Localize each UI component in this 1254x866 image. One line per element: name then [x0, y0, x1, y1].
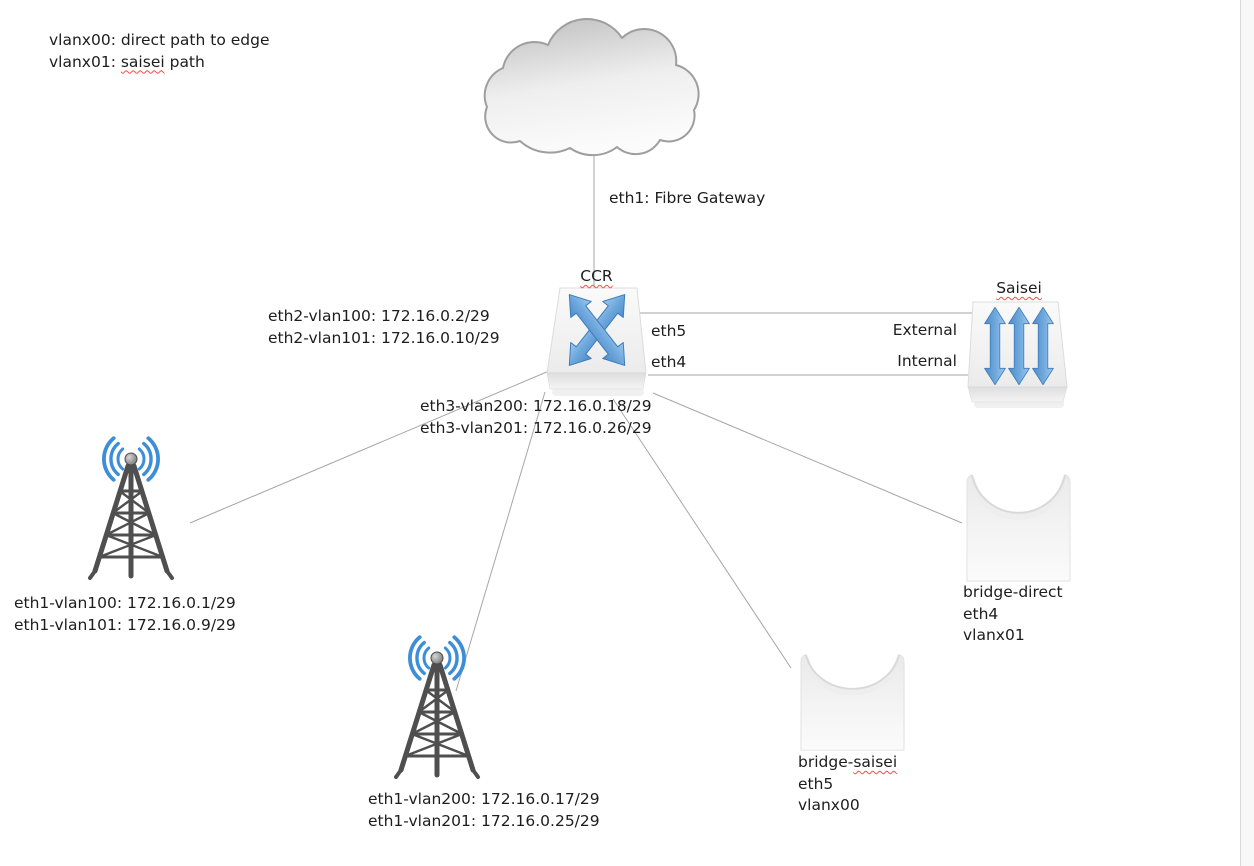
port-label-eth5: eth5	[651, 322, 687, 340]
ccr-eth2-vlan101: eth2-vlan101: 172.16.0.10/29	[268, 328, 500, 347]
misspelled-word: saisei	[120, 52, 165, 71]
link-ccr-to-bridge-direct	[652, 392, 963, 524]
ccr-router-shape[interactable]	[546, 286, 647, 396]
ccr-eth3-vlan201: eth3-vlan201: 172.16.0.26/29	[420, 418, 652, 437]
internet-cloud[interactable]	[483, 17, 700, 157]
tower-left-vlan100: eth1-vlan100: 172.16.0.1/29	[14, 594, 236, 612]
saisei-external-label: External	[892, 321, 957, 339]
legend-note: vlanx00: direct path to edge vlanx01: sa…	[49, 30, 270, 73]
tower-bottom-labels: eth1-vlan200: 172.16.0.17/29 eth1-vlan20…	[368, 789, 600, 832]
tower-left-vlan101: eth1-vlan101: 172.16.0.9/29	[14, 615, 236, 634]
ccr-eth3-vlan200: eth3-vlan200: 172.16.0.18/29	[420, 397, 652, 415]
saisei-title: Saisei	[996, 279, 1042, 297]
tower-left-labels: eth1-vlan100: 172.16.0.1/29 eth1-vlan101…	[14, 593, 236, 636]
saisei-device-shape[interactable]	[967, 301, 1068, 408]
bridge-direct-shape[interactable]	[967, 475, 1070, 581]
vertical-scrollbar[interactable]	[1240, 0, 1254, 866]
bridge-saisei-labels: bridge-saisei eth5 vlanx00	[798, 752, 897, 817]
radio-tower-bottom[interactable]	[396, 637, 478, 777]
bridge-saisei-port: eth5	[798, 774, 834, 793]
bridge-direct-labels: bridge-direct eth4 vlanx01	[963, 582, 1063, 647]
ccr-eth3-labels: eth3-vlan200: 172.16.0.18/29 eth3-vlan20…	[420, 396, 652, 439]
bridge-direct-port: eth4	[963, 604, 999, 623]
ccr-eth2-labels: eth2-vlan100: 172.16.0.2/29 eth2-vlan101…	[268, 306, 500, 349]
link-ccr-to-tower-left	[189, 370, 550, 524]
bridge-saisei-vlan: vlanx00	[798, 796, 860, 814]
uplink-label: eth1: Fibre Gateway	[609, 189, 766, 207]
bridge-saisei-shape[interactable]	[801, 655, 904, 750]
tower-bottom-vlan200: eth1-vlan200: 172.16.0.17/29	[368, 790, 600, 808]
tower-bottom-vlan201: eth1-vlan201: 172.16.0.25/29	[368, 811, 600, 830]
bridge-direct-vlan: vlanx01	[963, 626, 1025, 644]
port-label-eth4: eth4	[651, 353, 687, 371]
misspelled-word: saisei	[853, 753, 898, 771]
ccr-title: CCR	[580, 267, 613, 285]
saisei-internal-label: Internal	[897, 352, 957, 370]
ccr-eth2-vlan100: eth2-vlan100: 172.16.0.2/29	[268, 307, 490, 325]
bridge-direct-title: bridge-direct	[963, 583, 1063, 601]
legend-line1: vlanx00: direct path to edge	[49, 31, 270, 49]
connection-lines	[189, 130, 973, 692]
link-ccr-to-tower-bottom	[455, 391, 546, 692]
legend-line2: vlanx01: saisei path	[49, 52, 205, 71]
radio-tower-left[interactable]	[90, 438, 172, 578]
bridge-saisei-title: bridge-saisei	[798, 753, 898, 771]
triple-vertical-arrows-icon	[984, 306, 1054, 386]
link-ccr-to-bridge-saisei	[612, 398, 792, 669]
